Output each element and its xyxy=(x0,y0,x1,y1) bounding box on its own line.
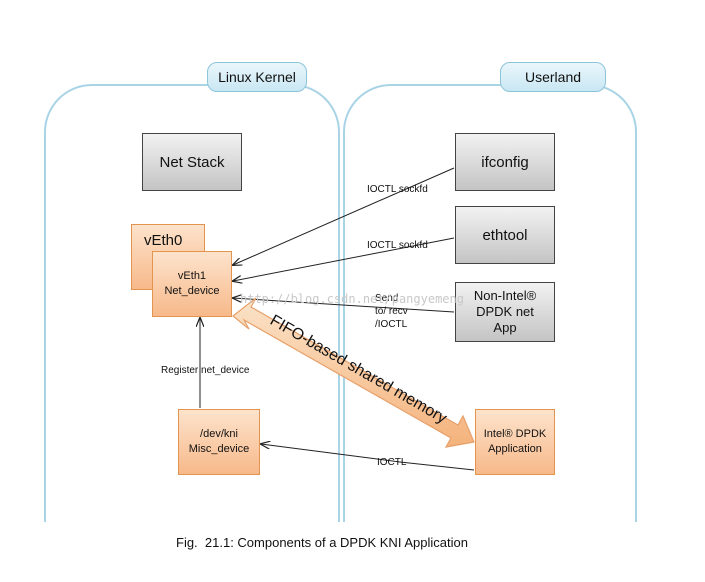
non-intel-app-box: Non-Intel® DPDK net App xyxy=(455,282,555,342)
dpdk-net-label: DPDK net xyxy=(476,304,534,319)
watermark: http://blog.csdn.net/pangyemeng xyxy=(240,292,464,306)
non-intel-label: Non-Intel® xyxy=(473,288,537,303)
ethtool-box: ethtool xyxy=(455,206,555,264)
net-device-label: Net_device xyxy=(164,285,220,297)
ifconfig-label: ifconfig xyxy=(481,153,529,171)
linux-kernel-region xyxy=(44,84,340,522)
send-label: Send xyxy=(375,293,399,304)
dev-kni-box: /dev/kni Misc_device xyxy=(178,409,260,475)
ioctl-sockfd-label-1: IOCTL sockfd xyxy=(367,184,428,195)
ioctl-label: IOCTL xyxy=(377,457,407,468)
ioctl-sub-label: /IOCTL xyxy=(375,319,408,330)
send-recv-label: Send to/ recv /IOCTL xyxy=(375,292,408,331)
intel-dpdk-label: Intel® DPDK xyxy=(483,428,547,440)
veth1-box: vEth1 Net_device xyxy=(152,251,232,317)
userland-region xyxy=(343,84,637,522)
ifconfig-box: ifconfig xyxy=(455,133,555,191)
ioctl-arrow-ifconfig xyxy=(233,167,455,265)
linux-kernel-label: Linux Kernel xyxy=(207,62,307,92)
net-stack-label: Net Stack xyxy=(159,153,225,171)
app-label: App xyxy=(493,320,517,335)
ioctl-arrow-kni xyxy=(261,444,475,471)
misc-device-label: Misc_device xyxy=(188,443,250,455)
send-recv-arrow xyxy=(233,298,455,313)
net-stack-box: Net Stack xyxy=(142,133,242,191)
figure-caption: Fig. 21.1: Components of a DPDK KNI Appl… xyxy=(176,535,468,550)
veth0-label: vEth0 xyxy=(144,232,183,249)
dev-kni-label: /dev/kni xyxy=(200,428,238,440)
ioctl-sockfd-label-2: IOCTL sockfd xyxy=(367,240,428,251)
application-label: Application xyxy=(488,443,542,455)
to-recv-label: to/ recv xyxy=(375,306,408,317)
ioctl-arrow-ethtool xyxy=(233,237,455,281)
fifo-shared-memory-arrow xyxy=(232,297,475,448)
userland-label: Userland xyxy=(500,62,606,92)
veth1-label: vEth1 xyxy=(177,270,207,282)
intel-dpdk-app-box: Intel® DPDK Application xyxy=(475,409,555,475)
ethtool-label: ethtool xyxy=(482,226,528,244)
register-net-device-label: Register net_device xyxy=(161,365,250,376)
